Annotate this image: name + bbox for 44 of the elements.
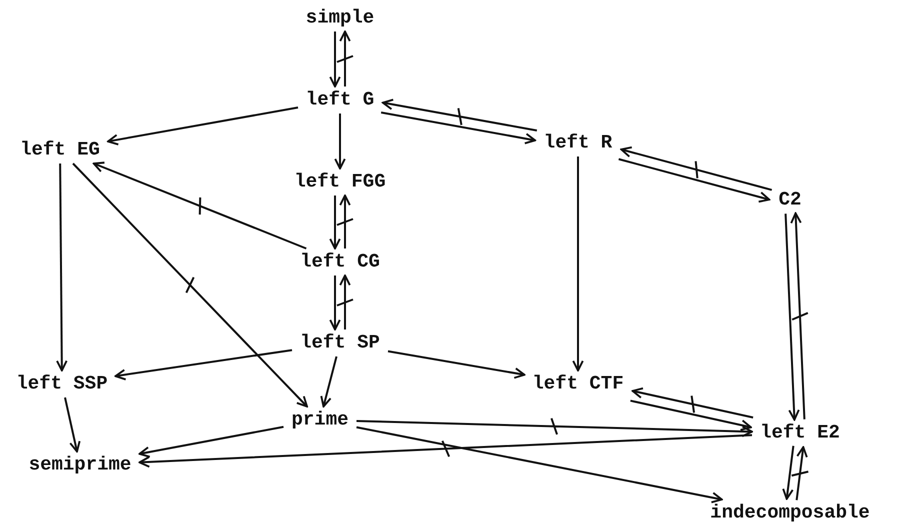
crossed-arrow xyxy=(336,30,354,88)
arrow xyxy=(64,397,81,452)
crossed-arrow xyxy=(72,162,308,408)
crossed-arrow xyxy=(336,274,354,330)
term-label: indecomposable xyxy=(708,504,872,522)
crossed-arrow xyxy=(92,162,308,250)
term-label: left SSP xyxy=(14,374,110,394)
crossed-arrow xyxy=(790,446,810,502)
arrow xyxy=(388,350,526,379)
arrow xyxy=(572,156,584,372)
term-label: left SP xyxy=(298,334,382,352)
term-label: left CG xyxy=(298,252,382,272)
crossed-arrow xyxy=(620,146,773,191)
arrow xyxy=(107,106,298,146)
term-label: left CTF xyxy=(530,374,626,394)
term-label: left G xyxy=(304,90,376,110)
crossed-arrow xyxy=(356,417,753,438)
arrow xyxy=(380,112,536,144)
crossed-arrow xyxy=(382,98,538,132)
term-label: simple xyxy=(304,8,376,28)
arrow xyxy=(114,349,292,380)
crossed-arrow xyxy=(790,212,809,420)
term-label: prime xyxy=(290,410,350,430)
crossed-arrow xyxy=(632,387,754,419)
arrow xyxy=(56,164,68,372)
crossed-arrow xyxy=(336,194,354,250)
term-label: left EG xyxy=(18,140,102,160)
arrow xyxy=(320,356,338,408)
arrow xyxy=(329,276,341,330)
arrow xyxy=(784,214,800,421)
arrow xyxy=(334,114,346,170)
term-label: C2 xyxy=(776,190,804,210)
crossed-arrow xyxy=(138,434,753,468)
arrow xyxy=(356,426,723,504)
arrow xyxy=(630,400,752,431)
arrow xyxy=(618,158,770,203)
arrow xyxy=(782,446,794,500)
arrow xyxy=(138,426,284,458)
term-label: semiprime xyxy=(26,456,134,474)
term-label: left E2 xyxy=(758,424,842,442)
arrow xyxy=(329,32,341,88)
term-label: left FGG xyxy=(292,172,388,192)
term-label: left R xyxy=(542,134,614,152)
arrow xyxy=(329,196,341,250)
